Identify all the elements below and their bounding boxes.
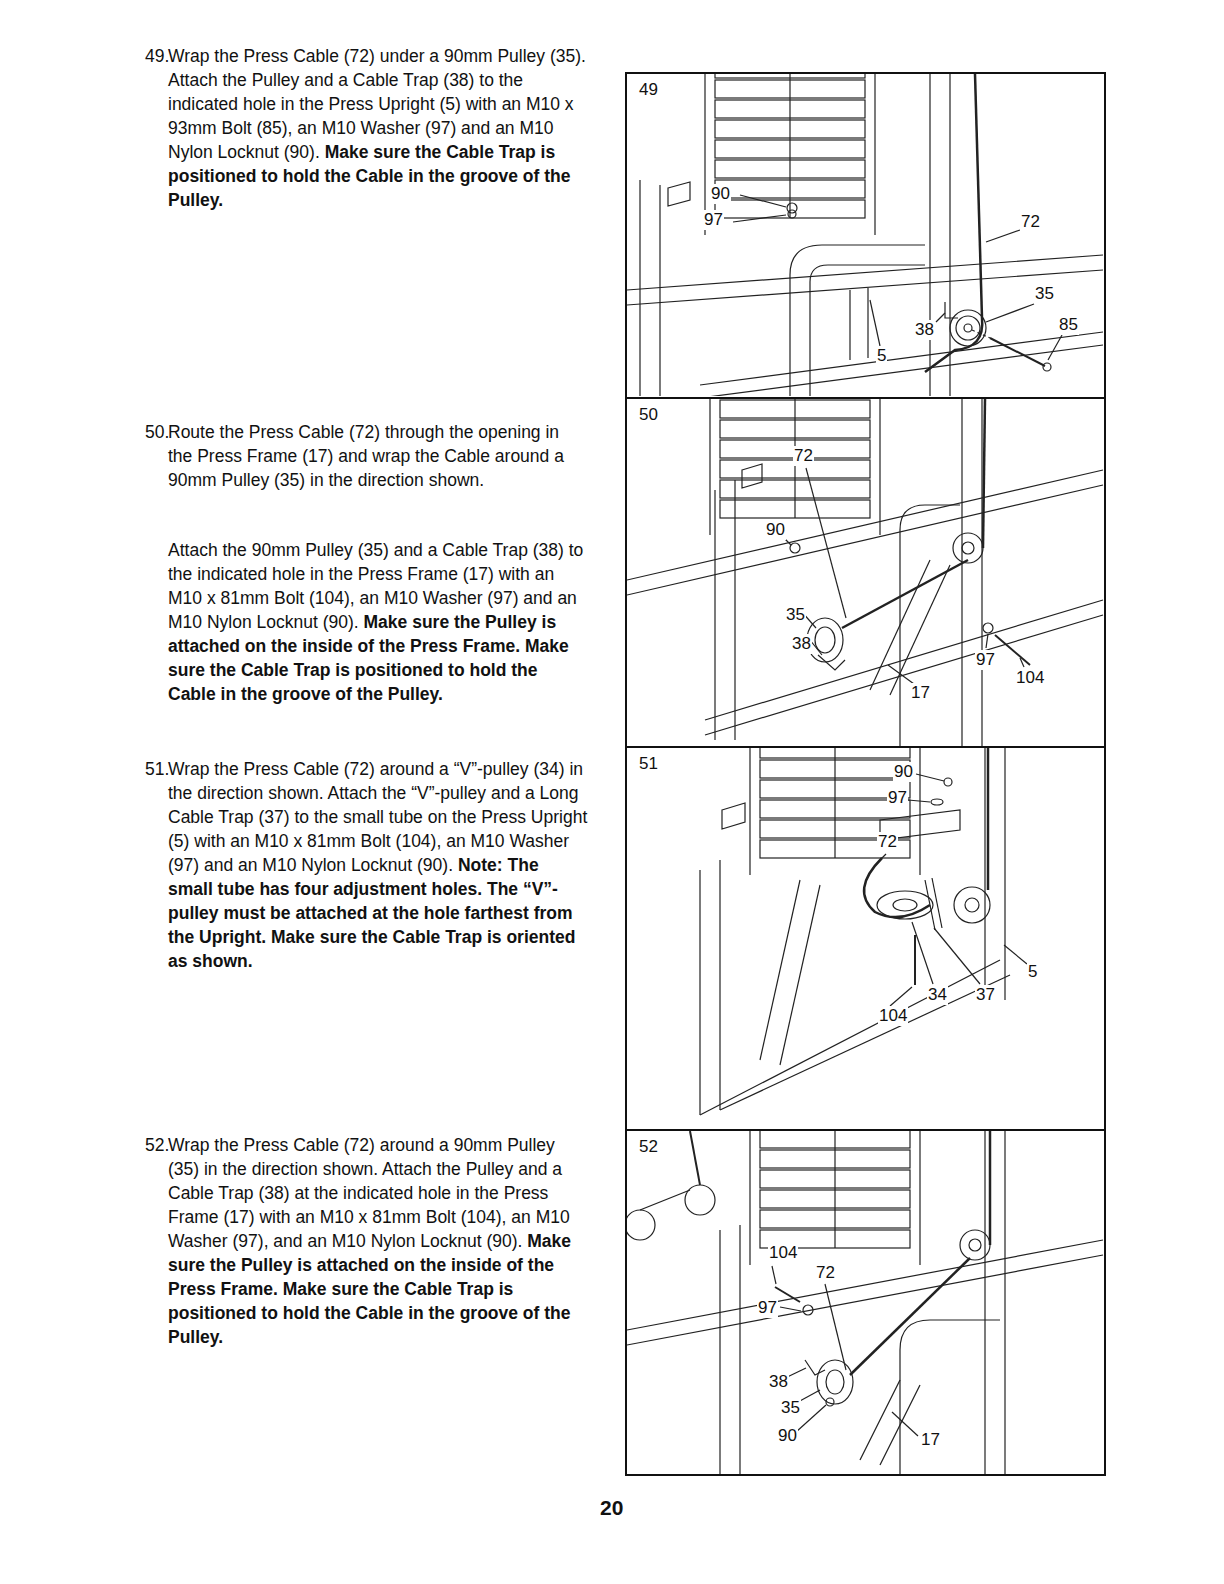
- callout-number: 97: [757, 1298, 778, 1318]
- step-number: 50.: [145, 420, 169, 444]
- callout-number: 104: [768, 1243, 798, 1263]
- callout-number: 104: [878, 1006, 908, 1026]
- callout-number: 72: [877, 832, 898, 852]
- callout-number: 97: [975, 650, 996, 670]
- callout-number: 38: [791, 634, 812, 654]
- step-panel: 50: [625, 397, 1106, 748]
- callout-number: 72: [1020, 212, 1041, 232]
- instruction-paragraph: Attach the 90mm Pulley (35) and a Cable …: [168, 538, 588, 706]
- callout-number: 90: [777, 1426, 798, 1446]
- callout-number: 34: [927, 985, 948, 1005]
- page-number: 20: [600, 1496, 623, 1520]
- callout-number: 72: [793, 446, 814, 466]
- panel-number: 50: [637, 405, 660, 425]
- callout-number: 38: [914, 320, 935, 340]
- callout-number: 97: [703, 210, 724, 230]
- callout-number: 5: [876, 346, 887, 366]
- callout-number: 35: [1034, 284, 1055, 304]
- step-panel: 49: [625, 72, 1106, 399]
- callout-number: 72: [815, 1263, 836, 1283]
- callout-number: 38: [768, 1372, 789, 1392]
- panel-number: 52: [637, 1137, 660, 1157]
- callout-number: 17: [910, 683, 931, 703]
- instruction-paragraph: Route the Press Cable (72) through the o…: [168, 420, 588, 492]
- instruction-text: Wrap the Press Cable (72) around a 90mm …: [168, 1135, 570, 1251]
- panel-number: 49: [637, 80, 660, 100]
- step-number: 52.: [145, 1133, 169, 1157]
- callout-number: 90: [765, 520, 786, 540]
- step-number: 49.: [145, 44, 169, 68]
- callout-number: 104: [1015, 668, 1045, 688]
- callout-number: 37: [975, 985, 996, 1005]
- callout-number: 17: [920, 1430, 941, 1450]
- callout-number: 90: [893, 762, 914, 782]
- callout-number: 35: [780, 1398, 801, 1418]
- callout-number: 97: [887, 788, 908, 808]
- instruction-paragraph: Wrap the Press Cable (72) under a 90mm P…: [168, 44, 588, 212]
- step-panel: 52: [625, 1129, 1106, 1476]
- callout-number: 90: [710, 184, 731, 204]
- callout-number: 5: [1027, 962, 1038, 982]
- callout-number: 85: [1058, 315, 1079, 335]
- panel-number: 51: [637, 754, 660, 774]
- instruction-paragraph: Wrap the Press Cable (72) around a 90mm …: [168, 1133, 588, 1349]
- callout-number: 35: [785, 605, 806, 625]
- instruction-text: Route the Press Cable (72) through the o…: [168, 422, 564, 490]
- step-panel: 51: [625, 746, 1106, 1131]
- step-number: 51.: [145, 757, 169, 781]
- instruction-paragraph: Wrap the Press Cable (72) around a “V”-p…: [168, 757, 588, 973]
